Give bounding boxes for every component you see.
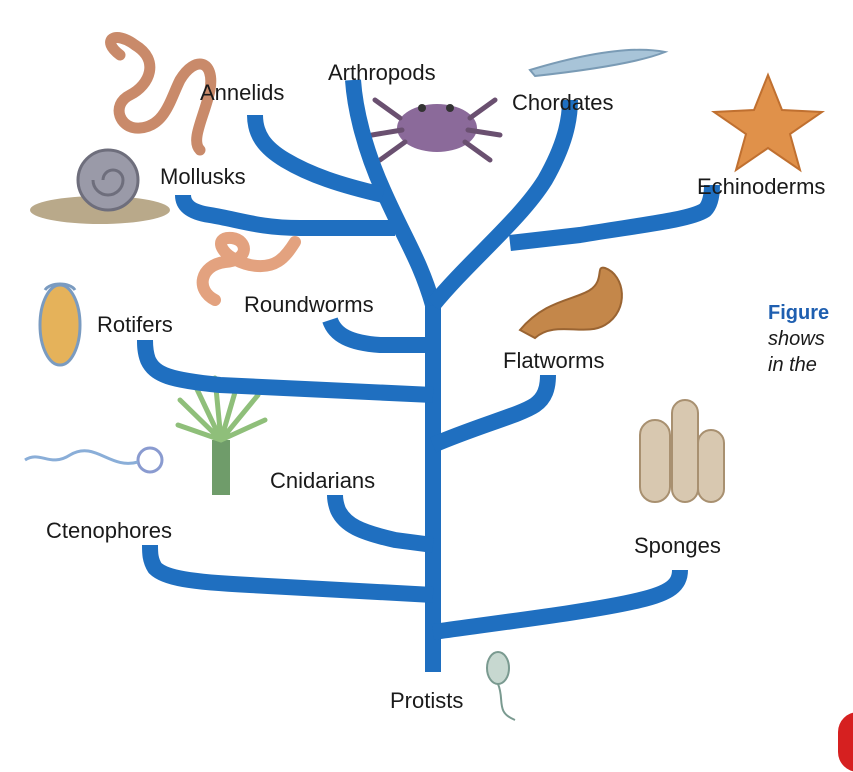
caption-line-2: in the — [768, 352, 829, 378]
figure-caption: Figure shows in the — [768, 300, 829, 378]
mollusk-snail-illustration — [30, 150, 170, 224]
cnidarian-anemone-illustration — [178, 378, 265, 495]
caption-figure-label: Figure — [768, 300, 829, 326]
annelid-worm-illustration — [111, 38, 211, 150]
label-echinoderms: Echinoderms — [697, 176, 825, 198]
sponge-illustration — [640, 400, 724, 502]
label-sponges: Sponges — [634, 535, 721, 557]
echinoderm-starfish-illustration — [714, 75, 822, 170]
roundworms-branch — [330, 320, 433, 345]
flatworms-branch — [433, 375, 548, 445]
mollusks-branch — [183, 195, 395, 228]
flatworm-illustration — [520, 268, 622, 338]
chordate-lancelet-illustration — [530, 50, 665, 76]
label-arthropods: Arthropods — [328, 62, 436, 84]
sponges-branch — [433, 570, 680, 632]
roundworm-illustration — [203, 238, 295, 300]
label-annelids: Annelids — [200, 82, 284, 104]
phylogenetic-tree-diagram — [0, 0, 853, 743]
label-chordates: Chordates — [512, 92, 614, 114]
label-mollusks: Mollusks — [160, 166, 246, 188]
label-ctenophores: Ctenophores — [46, 520, 172, 542]
protist-illustration — [487, 652, 515, 720]
ctenophores-branch — [150, 545, 433, 595]
ctenophore-illustration — [25, 448, 162, 472]
arthropod-crab-illustration — [372, 100, 500, 160]
caption-line-1: shows — [768, 326, 829, 352]
cnidarians-branch — [335, 495, 433, 545]
label-flatworms: Flatworms — [503, 350, 604, 372]
label-protists: Protists — [390, 690, 463, 712]
label-rotifers: Rotifers — [97, 314, 173, 336]
rotifer-illustration — [40, 284, 80, 365]
label-roundworms: Roundworms — [244, 294, 374, 316]
label-cnidarians: Cnidarians — [270, 470, 375, 492]
page-edge-tab — [838, 712, 853, 772]
